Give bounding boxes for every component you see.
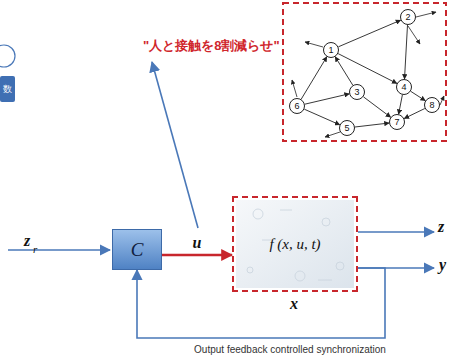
reference-input <box>8 249 110 251</box>
node-text: C <box>131 239 144 261</box>
connector <box>363 97 390 117</box>
instruction-arrow <box>152 62 198 228</box>
connector <box>301 57 327 99</box>
connector <box>335 57 353 85</box>
controller-box: C <box>112 229 162 270</box>
node-text: 6 <box>294 101 299 111</box>
instruction-text: "人と接触を8割減らせ" <box>143 37 280 55</box>
faint-symbols <box>247 209 344 281</box>
node-text: 4 <box>401 82 406 92</box>
connector <box>338 54 397 84</box>
connector <box>405 25 408 79</box>
node-text: 数 <box>3 83 12 96</box>
node-text: 1 <box>328 45 333 55</box>
network-frame <box>283 3 446 141</box>
connector <box>411 91 426 100</box>
network-node: 2 <box>400 9 416 25</box>
signal-name: z <box>24 232 30 250</box>
network-node: 5 <box>339 120 355 136</box>
connector <box>355 123 389 127</box>
signal-name: y <box>439 256 446 274</box>
network-node: 6 <box>289 98 305 114</box>
caption: Output feedback controlled synchronizati… <box>194 344 386 355</box>
node-text: 3 <box>354 87 359 97</box>
connector <box>399 95 403 114</box>
node-text: 2 <box>405 12 410 22</box>
network-node: 8 <box>424 97 440 113</box>
network-node: 7 <box>389 114 405 130</box>
connector <box>137 268 385 338</box>
signal-name: x <box>290 295 298 313</box>
node-text: 7 <box>394 117 399 127</box>
signal-name: u <box>193 234 202 252</box>
connector <box>304 109 339 125</box>
node-text: f (x, u, t) <box>269 236 320 253</box>
connector <box>162 254 232 256</box>
network-node: 4 <box>396 79 412 95</box>
network-node: 1 <box>323 42 339 58</box>
system-box: f (x, u, t) <box>232 196 358 292</box>
connector <box>305 94 349 104</box>
node-text: 8 <box>429 100 434 110</box>
connector <box>338 20 400 47</box>
connector <box>404 109 425 119</box>
partial-circle <box>0 45 15 67</box>
side-box: 数 <box>0 76 15 102</box>
network-node: 3 <box>349 84 365 100</box>
node-text: 5 <box>344 123 349 133</box>
output-z-wire <box>358 231 434 233</box>
loose-links <box>292 12 444 137</box>
signal-name: z <box>438 218 444 236</box>
function-image <box>236 200 354 288</box>
signal-subscript: r <box>33 243 37 255</box>
